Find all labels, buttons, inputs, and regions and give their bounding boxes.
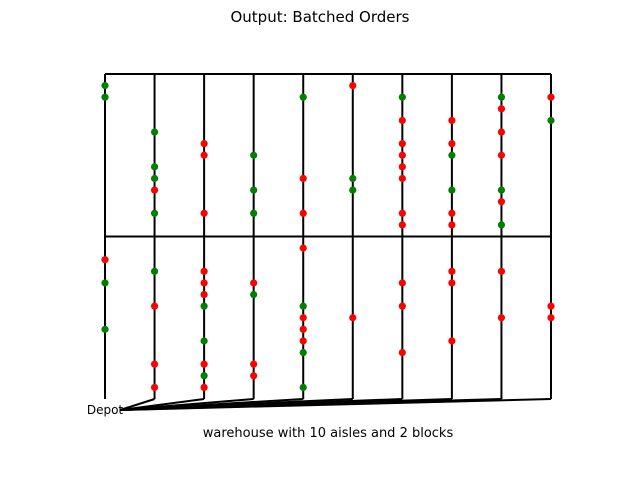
red-order-point (200, 140, 208, 148)
green-order-point (349, 186, 357, 194)
red-order-point (398, 209, 406, 217)
red-order-point (398, 279, 406, 287)
red-order-point (398, 348, 406, 357)
green-order-point (101, 325, 109, 333)
green-order-point (299, 383, 307, 391)
red-order-point (349, 82, 357, 90)
red-order-point (101, 256, 109, 264)
route-line (119, 398, 552, 411)
red-order-point (200, 209, 208, 217)
red-order-point (497, 128, 506, 136)
green-order-point (299, 348, 307, 357)
red-order-point (497, 105, 506, 113)
red-order-point (250, 372, 258, 380)
picker-routes (119, 398, 552, 411)
green-order-point (349, 174, 357, 183)
red-order-point (448, 116, 456, 125)
green-order-point (250, 209, 258, 217)
red-order-point (150, 383, 159, 391)
green-order-point (150, 163, 159, 171)
red-order-point (497, 151, 506, 159)
green-order-point (200, 372, 208, 380)
red-order-point (299, 325, 307, 333)
red-order-point (299, 209, 307, 217)
red-order-point (398, 163, 406, 171)
red-order-point (398, 302, 406, 310)
red-order-point (448, 267, 456, 275)
order-points (101, 82, 555, 391)
red-order-point (150, 302, 159, 310)
green-order-point (398, 93, 406, 101)
red-order-point (398, 116, 406, 125)
green-order-point (299, 93, 307, 101)
green-order-point (200, 302, 208, 310)
red-order-point (547, 93, 555, 101)
green-order-point (448, 186, 456, 194)
green-order-point (150, 267, 159, 275)
red-order-point (398, 151, 406, 159)
red-order-point (299, 314, 307, 322)
red-order-point (448, 279, 456, 287)
green-order-point (150, 174, 159, 183)
red-order-point (200, 267, 208, 275)
green-order-point (101, 82, 109, 90)
red-order-point (299, 174, 307, 183)
green-order-point (150, 128, 159, 136)
red-order-point (250, 279, 258, 287)
chart-title: Output: Batched Orders (230, 8, 409, 26)
red-order-point (398, 221, 406, 229)
red-order-point (448, 221, 456, 229)
green-order-point (150, 209, 159, 217)
red-order-point (497, 267, 506, 275)
green-order-point (547, 116, 555, 125)
green-order-point (299, 302, 307, 310)
green-order-point (250, 186, 258, 194)
red-order-point (200, 383, 208, 391)
route-line (119, 398, 155, 411)
red-order-point (398, 140, 406, 148)
red-order-point (299, 337, 307, 345)
red-order-point (448, 209, 456, 217)
green-order-point (250, 151, 258, 159)
red-order-point (299, 244, 307, 252)
red-order-point (349, 314, 357, 322)
red-order-point (547, 314, 555, 322)
red-order-point (200, 290, 208, 299)
warehouse-layout (104, 73, 552, 399)
green-order-point (101, 279, 109, 287)
green-order-point (497, 93, 506, 101)
red-order-point (448, 140, 456, 148)
red-order-point (497, 198, 506, 206)
red-order-point (497, 314, 506, 322)
green-order-point (200, 337, 208, 345)
red-order-point (250, 360, 258, 368)
red-order-point (150, 360, 159, 368)
green-order-point (101, 93, 109, 101)
depot-label: Depot (87, 403, 124, 417)
red-order-point (547, 302, 555, 310)
green-order-point (497, 221, 506, 229)
x-axis-label: warehouse with 10 aisles and 2 blocks (203, 426, 454, 441)
red-order-point (150, 186, 159, 194)
red-order-point (200, 360, 208, 368)
green-order-point (448, 151, 456, 159)
red-order-point (398, 174, 406, 183)
red-order-point (200, 279, 208, 287)
green-order-point (250, 290, 258, 299)
red-order-point (200, 151, 208, 159)
green-order-point (497, 186, 506, 194)
red-order-point (448, 337, 456, 345)
